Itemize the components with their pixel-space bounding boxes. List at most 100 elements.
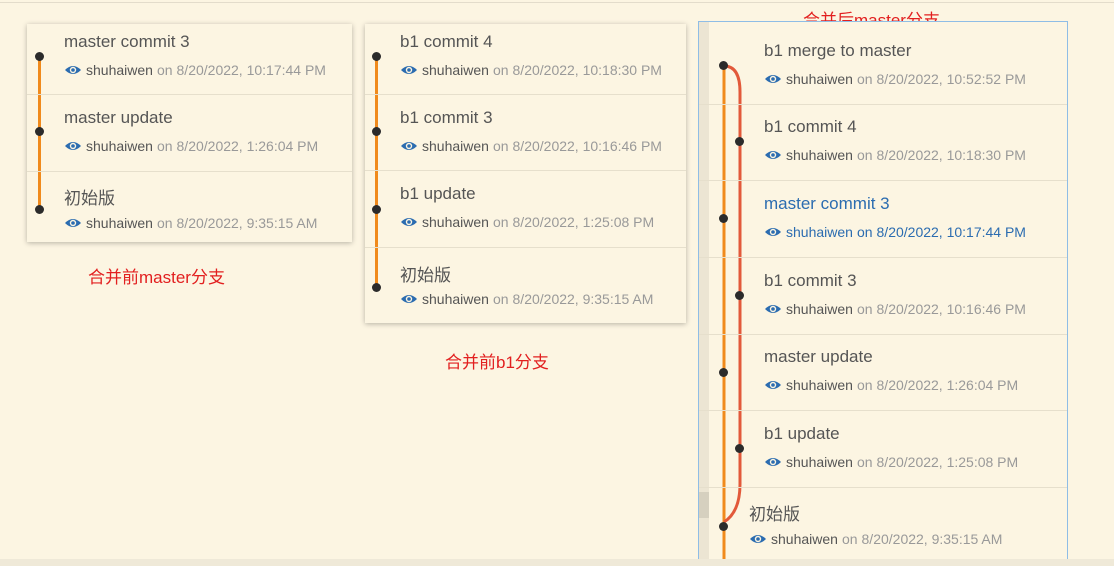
commit-row[interactable]: b1 commit 3 shuhaiwen on 8/20/2022, 10:1… [699,258,1067,335]
commit-row[interactable]: 初始版 shuhaiwen on 8/20/2022, 9:35:15 AM [27,172,352,242]
commit-date: 8/20/2022, 10:17:44 PM [876,224,1026,240]
commit-panel-b1-before: b1 commit 4 shuhaiwen on 8/20/2022, 10:1… [365,24,686,323]
commit-author: shuhaiwen [771,531,838,547]
commit-on-label: on [156,138,173,154]
commit-meta: shuhaiwen on 8/20/2022, 9:35:15 AM [749,531,1002,547]
scroll-gutter[interactable] [699,22,709,560]
eye-icon[interactable] [400,293,418,305]
commit-meta: shuhaiwen on 8/20/2022, 1:26:04 PM [64,138,318,154]
commit-on-label: on [856,454,873,470]
commit-on-label: on [492,138,509,154]
commit-author: shuhaiwen [786,301,853,317]
eye-icon[interactable] [764,149,782,161]
commit-author: shuhaiwen [786,454,853,470]
eye-icon[interactable] [764,379,782,391]
commit-row[interactable]: b1 update shuhaiwen on 8/20/2022, 1:25:0… [699,411,1067,488]
commit-row[interactable]: master update shuhaiwen on 8/20/2022, 1:… [699,335,1067,411]
commit-node [35,127,44,136]
commit-message: master commit 3 [64,32,190,51]
eye-icon[interactable] [64,64,82,76]
commit-meta: shuhaiwen on 8/20/2022, 10:18:30 PM [400,62,662,78]
commit-date: 8/20/2022, 9:35:15 AM [861,531,1003,547]
commit-date: 8/20/2022, 9:35:15 AM [512,291,654,307]
commit-author: shuhaiwen [422,291,489,307]
commit-message: b1 update [764,424,840,443]
eye-icon[interactable] [764,303,782,315]
commit-meta: shuhaiwen on 8/20/2022, 10:16:46 PM [400,138,662,154]
commit-row[interactable]: master commit 3 shuhaiwen on 8/20/2022, … [27,24,352,95]
commit-author: shuhaiwen [422,138,489,154]
commit-row[interactable]: b1 merge to master shuhaiwen on 8/20/202… [699,22,1067,105]
commit-row[interactable]: b1 commit 4 shuhaiwen on 8/20/2022, 10:1… [699,105,1067,181]
eye-icon[interactable] [764,226,782,238]
commit-meta: shuhaiwen on 8/20/2022, 9:35:15 AM [64,215,317,231]
commit-author: shuhaiwen [86,62,153,78]
commit-node [735,291,744,300]
commit-row[interactable]: 初始版 shuhaiwen on 8/20/2022, 9:35:15 AM [365,248,686,323]
commit-message: b1 merge to master [764,41,912,60]
commit-message: master update [764,347,873,366]
commit-author: shuhaiwen [786,71,853,87]
commit-panel-master-before: master commit 3 shuhaiwen on 8/20/2022, … [27,24,352,242]
commit-graph [722,64,742,560]
commit-on-label: on [856,224,873,240]
commit-date: 8/20/2022, 10:18:30 PM [512,62,662,78]
commit-node [719,368,728,377]
commit-on-label: on [492,291,509,307]
commit-author: shuhaiwen [86,138,153,154]
eye-icon[interactable] [764,456,782,468]
commit-message: master commit 3 [764,194,890,213]
commit-message: 初始版 [400,266,451,285]
commit-meta: shuhaiwen on 8/20/2022, 1:26:04 PM [764,377,1018,393]
eye-icon[interactable] [64,217,82,229]
bottom-bar [0,559,1114,566]
commit-row-selected[interactable]: master commit 3 shuhaiwen on 8/20/2022, … [699,181,1067,258]
commit-message: master update [64,108,173,127]
commit-node [372,283,381,292]
commit-date: 8/20/2022, 1:26:04 PM [876,377,1019,393]
commit-meta: shuhaiwen on 8/20/2022, 10:52:52 PM [764,71,1026,87]
commit-on-label: on [841,531,858,547]
eye-icon[interactable] [400,64,418,76]
commit-author: shuhaiwen [786,224,853,240]
commit-message: b1 update [400,184,476,203]
annotation-master-before: 合并前master分支 [88,268,225,287]
commit-author: shuhaiwen [422,62,489,78]
eye-icon[interactable] [64,140,82,152]
eye-icon[interactable] [400,216,418,228]
eye-icon[interactable] [400,140,418,152]
commit-row[interactable]: b1 update shuhaiwen on 8/20/2022, 1:25:0… [365,171,686,248]
commit-panel-after-merge: b1 merge to master shuhaiwen on 8/20/202… [698,21,1068,561]
commit-row[interactable]: b1 commit 3 shuhaiwen on 8/20/2022, 10:1… [365,95,686,171]
commit-date: 8/20/2022, 1:25:08 PM [512,214,655,230]
commit-message: 初始版 [749,505,800,524]
commit-on-label: on [156,62,173,78]
commit-on-label: on [492,214,509,230]
commit-row[interactable]: b1 commit 4 shuhaiwen on 8/20/2022, 10:1… [365,24,686,95]
commit-date: 8/20/2022, 10:17:44 PM [176,62,326,78]
commit-node [735,137,744,146]
commit-date: 8/20/2022, 10:18:30 PM [876,147,1026,163]
eye-icon[interactable] [764,73,782,85]
commit-node [719,61,728,70]
commit-author: shuhaiwen [422,214,489,230]
commit-meta: shuhaiwen on 8/20/2022, 1:25:08 PM [400,214,654,230]
commit-message: b1 commit 3 [764,271,857,290]
commit-author: shuhaiwen [786,377,853,393]
commit-node [372,127,381,136]
commit-author: shuhaiwen [786,147,853,163]
commit-node [372,205,381,214]
commit-meta: shuhaiwen on 8/20/2022, 10:18:30 PM [764,147,1026,163]
commit-date: 8/20/2022, 1:25:08 PM [876,454,1019,470]
graph-line [375,57,378,287]
commit-date: 8/20/2022, 10:16:46 PM [512,138,662,154]
commit-node [372,52,381,61]
commit-node [719,522,728,531]
commit-date: 8/20/2022, 1:26:04 PM [176,138,319,154]
commit-on-label: on [856,147,873,163]
commit-row[interactable]: master update shuhaiwen on 8/20/2022, 1:… [27,95,352,172]
scroll-thumb[interactable] [699,492,709,518]
commit-row[interactable]: 初始版 shuhaiwen on 8/20/2022, 9:35:15 AM [699,488,1067,560]
eye-icon[interactable] [749,533,767,545]
commit-message: b1 commit 4 [400,32,493,51]
